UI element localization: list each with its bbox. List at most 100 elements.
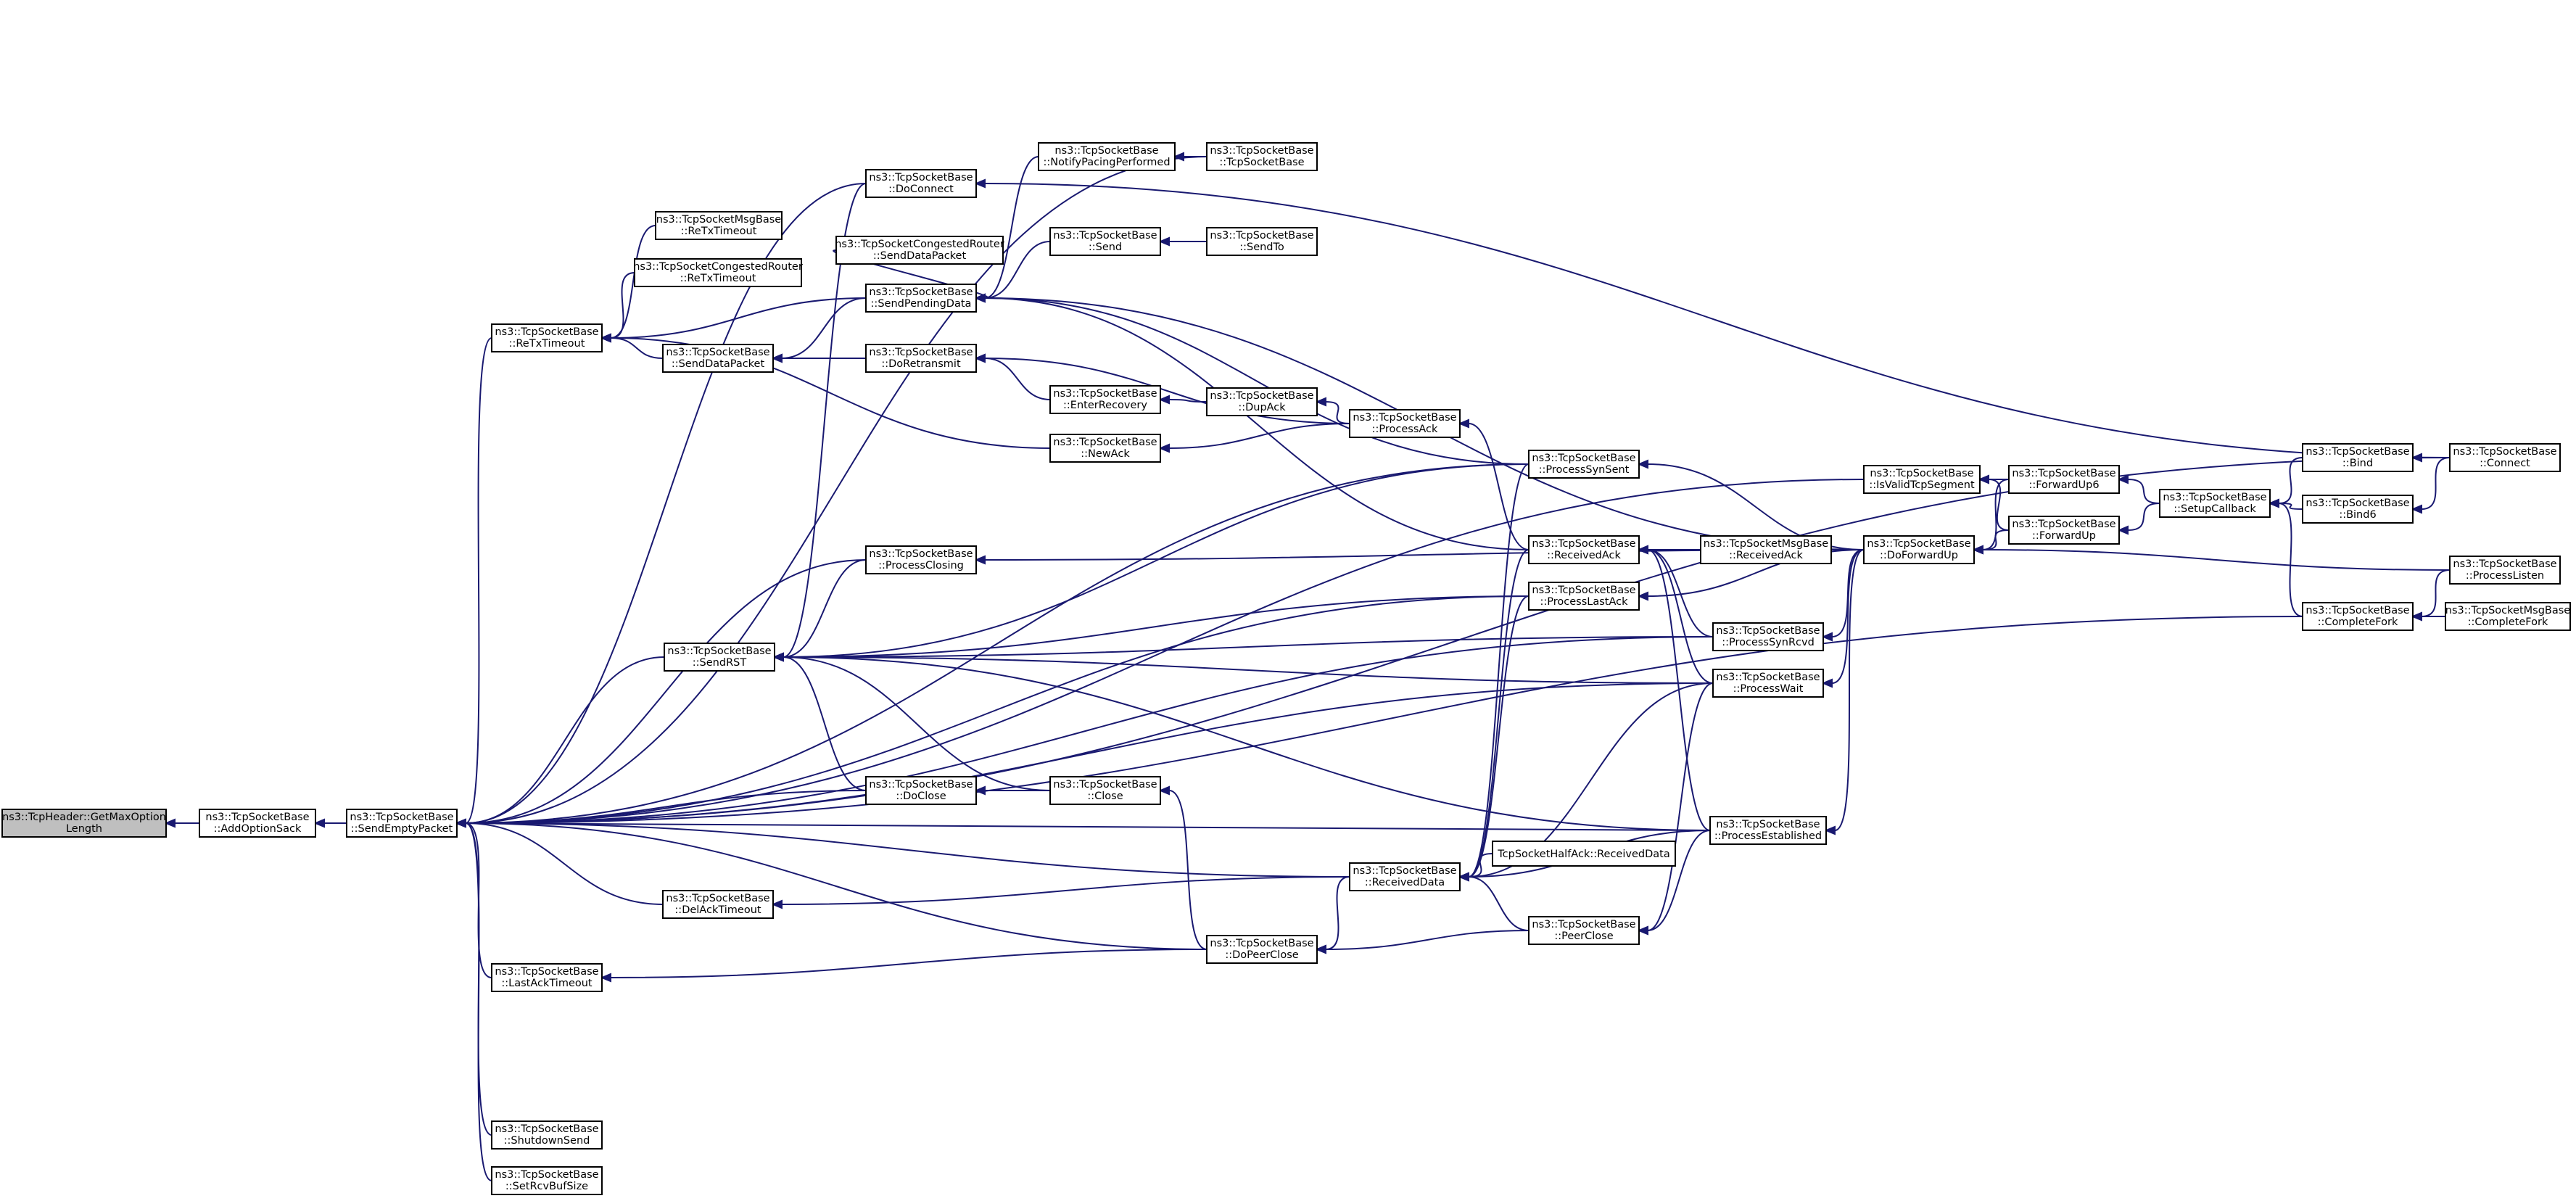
node-box	[491, 1120, 603, 1150]
node-label-line-2: ::ProcessWait	[1733, 683, 1804, 695]
node-newack[interactable]: ns3::TcpSocketBase::NewAck	[1049, 434, 1161, 463]
node-processestablished[interactable]: ns3::TcpSocketBase::ProcessEstablished	[1709, 816, 1827, 845]
node-label-line-2: ::CompleteFork	[2318, 616, 2398, 628]
node-retxtimeout[interactable]: ns3::TcpSocketBase::ReTxTimeout	[491, 323, 603, 352]
node-label-line-2: ::Connect	[2480, 458, 2530, 469]
node-processack[interactable]: ns3::TcpSocketBase::ProcessAck	[1349, 409, 1461, 438]
node-processlisten[interactable]: ns3::TcpSocketBase::ProcessListen	[2449, 556, 2561, 585]
node-doforwardup[interactable]: ns3::TcpSocketBase::DoForwardUp	[1863, 535, 1975, 564]
edge-forwardup-to-isvalidtcpsegment	[1978, 474, 2010, 531]
node-receiveddata[interactable]: ns3::TcpSocketBase::ReceivedData	[1349, 862, 1461, 891]
node-congretx[interactable]: ns3::TcpSocketCongestedRouter::ReTxTimeo…	[633, 258, 803, 287]
node-forwardup6[interactable]: ns3::TcpSocketBase::ForwardUp6	[2008, 465, 2120, 494]
node-processclosing[interactable]: ns3::TcpSocketBase::ProcessClosing	[865, 545, 977, 574]
node-bind[interactable]: ns3::TcpSocketBase::Bind	[2302, 443, 2414, 472]
node-label-line-2: ::EnterRecovery	[1063, 400, 1147, 411]
node-box	[1709, 816, 1827, 845]
node-box	[1492, 841, 1676, 867]
node-msgreceivedack[interactable]: ns3::TcpSocketMsgBase::ReceivedAck	[1700, 535, 1832, 564]
node-msgretx[interactable]: ns3::TcpSocketMsgBase::ReTxTimeout	[655, 211, 783, 240]
edge-processestablished-to-sendrst	[772, 652, 1711, 831]
node-isvalidtcpsegment[interactable]: ns3::TcpSocketBase::IsValidTcpSegment	[1863, 465, 1981, 494]
node-bind6[interactable]: ns3::TcpSocketBase::Bind6	[2302, 495, 2414, 524]
node-setrcvbufsize[interactable]: ns3::TcpSocketBase::SetRcvBufSize	[491, 1166, 603, 1195]
node-box	[1049, 776, 1161, 805]
node-doretransmit[interactable]: ns3::TcpSocketBase::DoRetransmit	[865, 344, 977, 373]
node-label-line-1: ns3::TcpSocketBase	[1532, 585, 1635, 596]
node-sendpendingdata[interactable]: ns3::TcpSocketBase::SendPendingData	[865, 284, 977, 313]
edge-setrcvbufsize-to-sendemptypacket	[455, 818, 492, 1181]
node-processlastack[interactable]: ns3::TcpSocketBase::ProcessLastAck	[1528, 582, 1640, 611]
node-notifypacing[interactable]: ns3::TcpSocketBase::NotifyPacingPerforme…	[1038, 142, 1176, 171]
node-box	[2159, 489, 2271, 518]
node-senddatapacket[interactable]: ns3::TcpSocketBase::SendDataPacket	[662, 344, 774, 373]
node-addoptionsack[interactable]: ns3::TcpSocketBase::AddOptionSack	[199, 809, 316, 838]
node-connect[interactable]: ns3::TcpSocketBase::Connect	[2449, 443, 2561, 472]
node-label-line-1: ns3::TcpSocketBase	[666, 893, 769, 904]
node-label-line-1: ns3::TcpSocketBase	[2012, 519, 2115, 530]
node-label-line-1: ns3::TcpSocketBase	[1716, 672, 1820, 683]
node-processsynsent[interactable]: ns3::TcpSocketBase::ProcessSynSent	[1528, 450, 1640, 479]
node-dupack[interactable]: ns3::TcpSocketBase::DupAck	[1206, 387, 1318, 416]
node-box	[1712, 622, 1824, 651]
edge-sendto-to-send	[1158, 236, 1207, 247]
edge-doforwardup-to-processsynrcvd	[1821, 549, 1865, 642]
edge-delacktimeout-to-sendemptypacket	[455, 818, 664, 905]
node-label-line-1: ns3::TcpSocketBase	[1532, 538, 1635, 550]
node-peerclose[interactable]: ns3::TcpSocketBase::PeerClose	[1528, 916, 1640, 945]
edge-tcpsocketbase-to-notifypacing	[1173, 152, 1207, 162]
node-box	[662, 890, 774, 919]
node-box	[1528, 916, 1640, 945]
node-label-line-2: ::SendPendingData	[871, 298, 972, 310]
edge-connect-to-doconnect	[974, 178, 2451, 458]
edge-processlisten-to-completefork	[2411, 569, 2451, 622]
node-box	[865, 344, 977, 373]
node-label-line-1: ns3::TcpSocketBase	[1053, 388, 1157, 400]
edge-sendrst-to-sendemptypacket	[455, 656, 665, 828]
edge-setupcallback-to-forwardup	[2117, 503, 2160, 535]
node-shutdownsend[interactable]: ns3::TcpSocketBase::ShutdownSend	[491, 1120, 603, 1150]
node-send[interactable]: ns3::TcpSocketBase::Send	[1049, 227, 1161, 256]
edge-retxtimeout-to-sendemptypacket	[455, 337, 492, 828]
node-receivedack[interactable]: ns3::TcpSocketBase::ReceivedAck	[1528, 535, 1640, 564]
node-sendto[interactable]: ns3::TcpSocketBase::SendTo	[1206, 227, 1318, 256]
node-box	[1528, 450, 1640, 479]
edge-doforwardup-to-processwait	[1821, 549, 1865, 688]
node-doclose[interactable]: ns3::TcpSocketBase::DoClose	[865, 776, 977, 805]
node-tcpsocketbase[interactable]: ns3::TcpSocketBase::TcpSocketBase	[1206, 142, 1318, 171]
node-label-line-1: ns3::TcpSocketBase	[495, 966, 598, 978]
node-close[interactable]: ns3::TcpSocketBase::Close	[1049, 776, 1161, 805]
node-processwait[interactable]: ns3::TcpSocketBase::ProcessWait	[1712, 669, 1824, 698]
node-doconnect[interactable]: ns3::TcpSocketBase::DoConnect	[865, 169, 977, 198]
node-sendrst[interactable]: ns3::TcpSocketBase::SendRST	[664, 643, 775, 672]
edge-processwait-to-peerclose	[1637, 682, 1714, 936]
node-doppeerclose[interactable]: ns3::TcpSocketBase::DoPeerClose	[1206, 935, 1318, 964]
node-sendemptypacket[interactable]: ns3::TcpSocketBase::SendEmptyPacket	[346, 809, 458, 838]
node-label-line-2: ::DupAck	[1238, 402, 1286, 413]
node-enterrecovery[interactable]: ns3::TcpSocketBase::EnterRecovery	[1049, 385, 1161, 414]
node-label-line-2: ::ReTxTimeout	[680, 273, 756, 284]
edge-completefork-to-setupcallback	[2268, 498, 2303, 617]
node-box	[1712, 669, 1824, 698]
node-delacktimeout[interactable]: ns3::TcpSocketBase::DelAckTimeout	[662, 890, 774, 919]
node-box	[1206, 142, 1318, 171]
node-msgcompletefork[interactable]: ns3::TcpSocketMsgBase::CompleteFork	[2445, 602, 2571, 631]
node-label-line-2: ::Bind	[2342, 458, 2373, 469]
node-processsynrcvd[interactable]: ns3::TcpSocketBase::ProcessSynRcvd	[1712, 622, 1824, 651]
node-label-line-1: ns3::TcpSocketBase	[1054, 145, 1158, 157]
node-setupcallback[interactable]: ns3::TcpSocketBase::SetupCallback	[2159, 489, 2271, 518]
edge-processclosing-to-sendrst	[772, 559, 867, 662]
node-box	[865, 169, 977, 198]
node-forwardup[interactable]: ns3::TcpSocketBase::ForwardUp	[2008, 516, 2120, 545]
edge-connect-to-bind6	[2411, 457, 2451, 514]
node-halfack[interactable]: TcpSocketHalfAck::ReceivedData	[1492, 841, 1676, 867]
node-label-line-1: ns3::TcpSocketBase	[2453, 446, 2556, 458]
node-box	[664, 643, 775, 672]
node-label-line-2: ::ReTxTimeout	[509, 338, 585, 350]
edge-processlastack-to-sendemptypacket	[455, 595, 1530, 828]
node-congsenddata[interactable]: ns3::TcpSocketCongestedRouter::SendDataP…	[835, 236, 1004, 265]
node-label-line-2: ::SetupCallback	[2174, 503, 2256, 515]
node-lastacktimeout[interactable]: ns3::TcpSocketBase::LastAckTimeout	[491, 963, 603, 992]
node-completefork[interactable]: ns3::TcpSocketBase::CompleteFork	[2302, 602, 2414, 631]
